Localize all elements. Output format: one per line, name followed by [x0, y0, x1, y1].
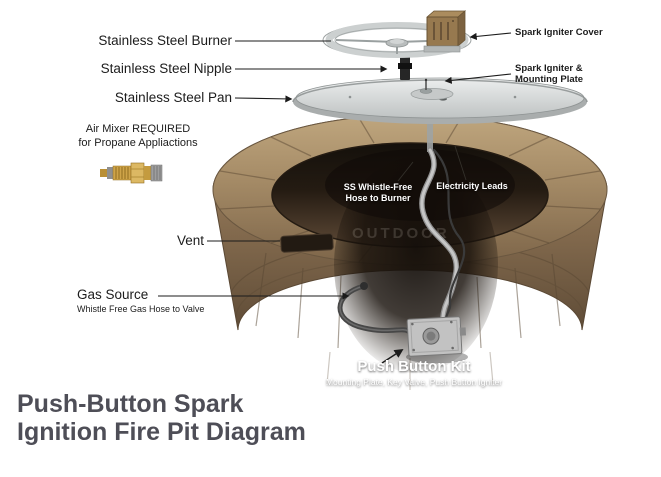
- label-nipple: Stainless Steel Nipple: [100, 61, 232, 76]
- watermark-text: OUTDOOR: [352, 225, 450, 242]
- label-ss-hose: SS Whistle-Free Hose to Burner: [338, 182, 418, 204]
- label-air-mixer-line1: Air Mixer REQUIRED: [85, 123, 191, 135]
- label-gas-source-main: Gas Source: [77, 287, 149, 302]
- label-push-button-kit-sub: Mounting Plate, Key Valve, Push Button I…: [325, 377, 503, 387]
- label-push-button-kit: Push Button Kit: [357, 358, 471, 375]
- label-ss-hose-line2: Hose to Burner: [345, 192, 411, 203]
- label-gas-source: Gas Source Whistle Free Gas Hose to Valv…: [77, 287, 204, 314]
- spark-igniter-plate: [410, 78, 454, 100]
- leader-push-button: [381, 349, 404, 364]
- label-air-mixer: Air Mixer REQUIRED for Propane Appliacti…: [58, 122, 218, 151]
- push-button-box: [406, 316, 467, 357]
- spark-igniter-cover-box: [423, 10, 467, 53]
- page-title-line2: Ignition Fire Pit Diagram: [17, 418, 306, 447]
- label-gas-source-sub: Whistle Free Gas Hose to Valve: [77, 304, 205, 314]
- label-spark-igniter-plate-line1: Spark Igniter &: [515, 63, 583, 74]
- leader-igniter-cover: [469, 32, 512, 40]
- leader-pan: [234, 95, 293, 103]
- leader-lines: [158, 32, 512, 364]
- air-mixer-icon: [100, 162, 163, 184]
- vent-slot: [280, 233, 334, 253]
- page-title: Push-Button Spark Ignition Fire Pit Diag…: [17, 390, 306, 447]
- label-spark-igniter-plate-line2: Mounting Plate: [515, 74, 584, 86]
- label-vent: Vent: [176, 233, 204, 248]
- label-pan: Stainless Steel Pan: [114, 90, 232, 105]
- leader-hose: [397, 161, 414, 182]
- label-spark-igniter-plate: Spark Igniter & Mounting Plate: [515, 63, 583, 86]
- electricity-wire: [432, 148, 466, 320]
- steel-pan: [292, 77, 588, 124]
- label-electricity-leads: Electricity Leads: [436, 181, 508, 191]
- leader-electricity: [454, 145, 467, 181]
- page-title-line1: Push-Button Spark: [17, 390, 244, 418]
- leader-igniter-plate: [444, 73, 512, 84]
- label-ss-hose-line1: SS Whistle-Free: [343, 182, 413, 192]
- label-air-mixer-line2: for Propane Appliactions: [78, 137, 198, 150]
- label-burner: Stainless Steel Burner: [98, 33, 232, 48]
- label-spark-igniter-cover: Spark Igniter Cover: [515, 27, 603, 38]
- support-pipe: [427, 104, 433, 152]
